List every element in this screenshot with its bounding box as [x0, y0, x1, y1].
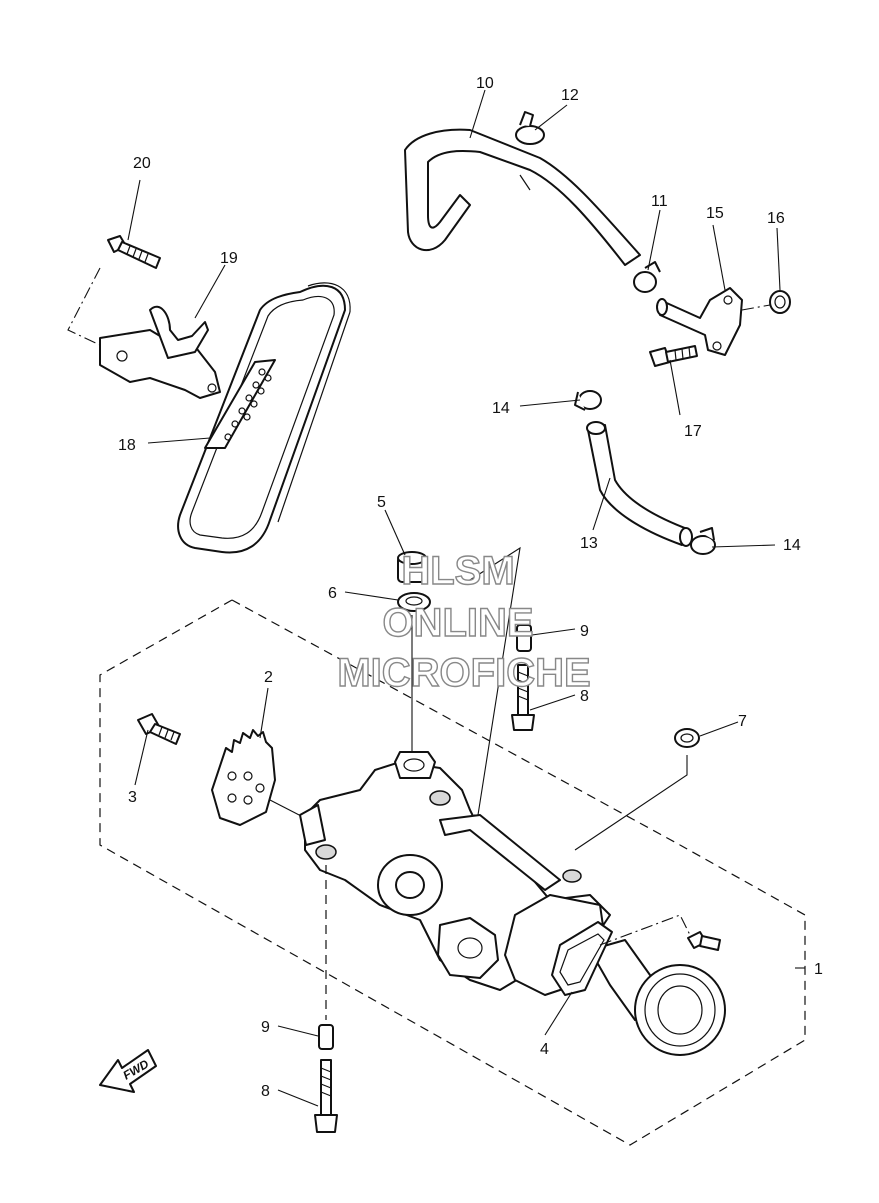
watermark: HLSM ONLINE MICROFICHE: [337, 548, 592, 695]
bolt-20-centerline: [67, 267, 101, 346]
leader-lines: [127, 89, 805, 1107]
callout-3: 3: [128, 789, 137, 806]
callout-9b: 9: [261, 1019, 270, 1036]
callout-9a: 9: [580, 623, 589, 640]
bolt-3: [137, 713, 181, 745]
callout-18: 18: [118, 437, 136, 454]
bolt-8b: [314, 1059, 338, 1133]
callout-12: 12: [561, 87, 579, 104]
watermark-line-3: MICROFICHE: [337, 651, 590, 695]
joint-pipe: [656, 287, 743, 356]
callout-1: 1: [814, 961, 823, 978]
strainer-screw-centerline: [599, 914, 691, 946]
callout-10: 10: [476, 75, 494, 92]
callout-5: 5: [377, 494, 386, 511]
callout-13: 13: [580, 535, 598, 552]
hose-clip-14b: [690, 527, 716, 555]
dowel-pin-9b: [318, 1024, 334, 1050]
o-ring-centerline: [741, 304, 771, 311]
callout-7: 7: [738, 713, 747, 730]
callout-8b: 8: [261, 1083, 270, 1100]
assembly-boundary-top: [231, 599, 681, 846]
o-ring-7: [674, 728, 700, 748]
strainer-screw: [687, 931, 721, 951]
callout-labels: 10 12 11 15 16 17 14 13 14 20 19 18 5 6 …: [118, 75, 823, 1100]
callout-19: 19: [220, 250, 238, 267]
assembly-boundary: [99, 599, 806, 1146]
watermark-line-1: HLSM: [401, 549, 514, 593]
drive-chain: [177, 282, 351, 554]
breather-hose: [404, 128, 641, 266]
callout-16: 16: [767, 210, 785, 227]
callout-11: 11: [651, 193, 668, 210]
o-ring-7-leader: [574, 755, 688, 851]
callout-2: 2: [264, 669, 273, 686]
dowel-pin-9a: [516, 624, 532, 652]
oil-seal-6: [397, 592, 431, 612]
hose-clip-11: [633, 261, 661, 293]
sprocket: [211, 729, 276, 826]
hose-clip-12: [515, 111, 545, 145]
fwd-arrow-icon: FWD: [99, 1049, 157, 1093]
watermark-line-2: ONLINE: [382, 601, 533, 645]
oil-pump-assembly: [299, 751, 726, 1056]
callout-20: 20: [133, 155, 151, 172]
chain-guide: [99, 305, 221, 399]
hose-13: [586, 421, 693, 547]
callout-15: 15: [706, 205, 724, 222]
callout-6: 6: [328, 585, 337, 602]
callout-14b: 14: [783, 537, 801, 554]
o-ring-16: [769, 290, 791, 314]
bolt-8a: [511, 664, 535, 731]
callout-4: 4: [540, 1041, 549, 1058]
callout-8a: 8: [580, 688, 589, 705]
bolt-20: [107, 235, 161, 269]
bolt-17: [649, 345, 698, 367]
callout-17: 17: [684, 423, 702, 440]
chain-links: [204, 359, 276, 449]
callout-14a: 14: [492, 400, 510, 417]
